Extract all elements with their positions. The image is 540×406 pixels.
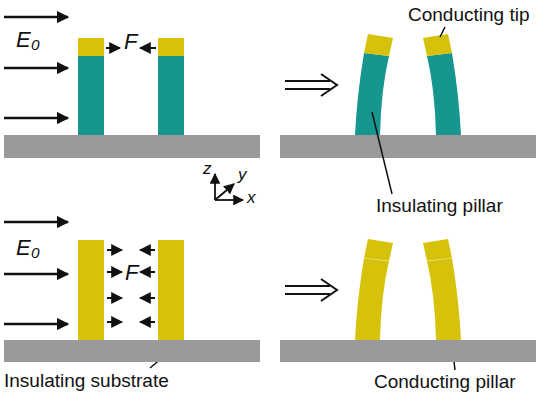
implies-arrow: [285, 74, 337, 301]
conducting-pillar: [158, 240, 184, 340]
field-arrows: [4, 17, 68, 324]
substrate: [4, 135, 260, 158]
field-symbol: E₀: [16, 28, 40, 52]
conducting-tip: [423, 34, 452, 56]
substrate: [280, 135, 536, 158]
bent-pillar: [427, 53, 461, 135]
bent-pillar: [355, 53, 389, 135]
conducting-pillar: [78, 240, 104, 340]
field-symbol: E₀: [16, 236, 40, 260]
part-label: Insulating substrate: [4, 371, 169, 392]
conducting-tip: [78, 38, 104, 56]
force-arrows: [107, 250, 155, 322]
axis-label: z: [203, 160, 212, 179]
insulating-pillar: [158, 56, 184, 135]
force-symbol: F: [125, 261, 138, 285]
conducting-tip: [158, 38, 184, 56]
bent-conducting-pillars: [355, 239, 461, 340]
substrate: [280, 340, 536, 362]
part-label: Conducting pillar: [374, 372, 516, 393]
axis-label: y: [238, 166, 247, 185]
part-label: Conducting tip: [408, 5, 529, 26]
force-symbol: F: [124, 30, 137, 54]
substrate: [4, 340, 260, 362]
axis-label: x: [247, 189, 256, 208]
insulating-pillar: [78, 56, 104, 135]
part-label: Insulating pillar: [376, 196, 503, 217]
conducting-tip: [364, 34, 393, 56]
